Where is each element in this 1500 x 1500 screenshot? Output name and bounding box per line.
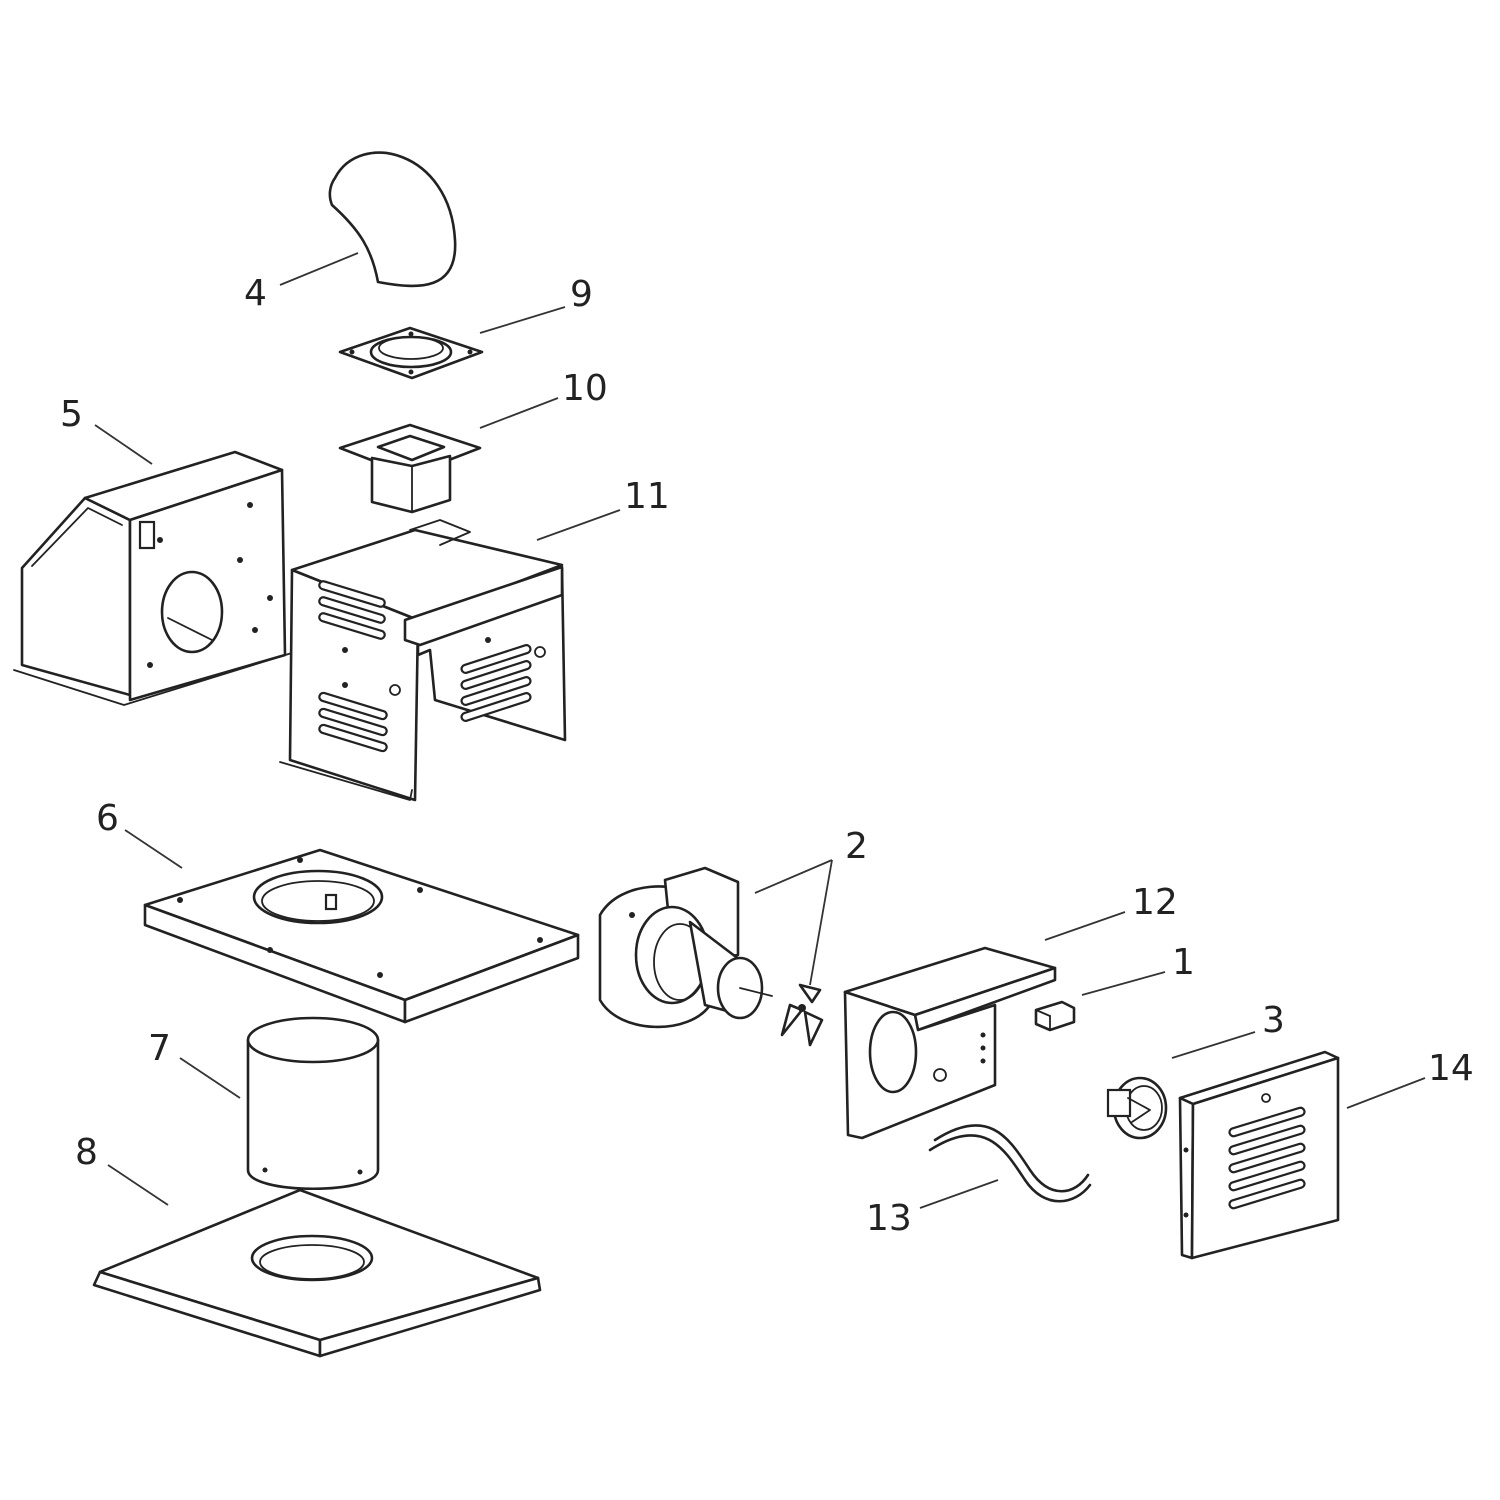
part-9-round-collar-flange — [338, 326, 484, 380]
part-3-control-disc — [1106, 1076, 1168, 1140]
leader-11 — [536, 509, 621, 541]
part-14-grille-panel — [1178, 1050, 1340, 1260]
callout-14: 14 — [1428, 1048, 1474, 1089]
callout-6: 6 — [96, 798, 119, 839]
part-1-switch — [1034, 1000, 1076, 1032]
leader-3 — [1171, 1031, 1256, 1059]
part-10-square-transition — [338, 423, 482, 514]
callout-2: 2 — [845, 826, 868, 867]
leader-4 — [279, 252, 359, 286]
leader-6 — [124, 829, 183, 869]
callout-10: 10 — [562, 368, 608, 409]
callout-11: 11 — [624, 476, 670, 517]
callout-8: 8 — [75, 1132, 98, 1173]
leader-lines — [94, 252, 1426, 1209]
leader-9 — [479, 306, 566, 334]
louver-set-side — [460, 644, 532, 722]
part-2-blower-assembly — [598, 866, 824, 1047]
callouts: 4 9 10 5 11 6 2 12 1 3 14 7 8 13 — [60, 273, 1474, 1239]
leader-2a — [754, 859, 833, 894]
part-8-bottom-plate — [92, 1188, 542, 1358]
callout-1: 1 — [1172, 942, 1195, 983]
part-4-elbow-duct — [328, 151, 457, 288]
part-13-wire — [928, 1124, 1092, 1203]
leader-12 — [1044, 911, 1126, 941]
part-7-cylinder — [246, 1016, 380, 1191]
leader-1 — [1081, 971, 1166, 996]
louver-set-upper — [318, 580, 386, 640]
leader-10 — [479, 397, 559, 429]
callout-4: 4 — [244, 273, 267, 314]
callout-5: 5 — [60, 394, 83, 435]
part-12-bracket-housing — [843, 946, 1057, 1140]
part-5-side-housing — [13, 450, 296, 706]
leader-2b — [809, 859, 833, 986]
leader-7 — [179, 1057, 241, 1099]
louver-set-lower — [318, 691, 388, 753]
leader-14 — [1346, 1077, 1426, 1109]
callout-7: 7 — [148, 1028, 171, 1069]
leader-8 — [107, 1164, 169, 1206]
leader-13 — [919, 1179, 999, 1209]
leader-5 — [94, 424, 153, 465]
fan-blade — [780, 983, 824, 1047]
callout-13: 13 — [866, 1198, 912, 1239]
part-11-front-housing — [279, 519, 567, 802]
callout-3: 3 — [1262, 1000, 1285, 1041]
callout-9: 9 — [570, 274, 593, 315]
part-6-base-plate — [143, 848, 580, 1024]
callout-12: 12 — [1132, 882, 1178, 923]
grille-louvers — [1228, 1106, 1306, 1210]
